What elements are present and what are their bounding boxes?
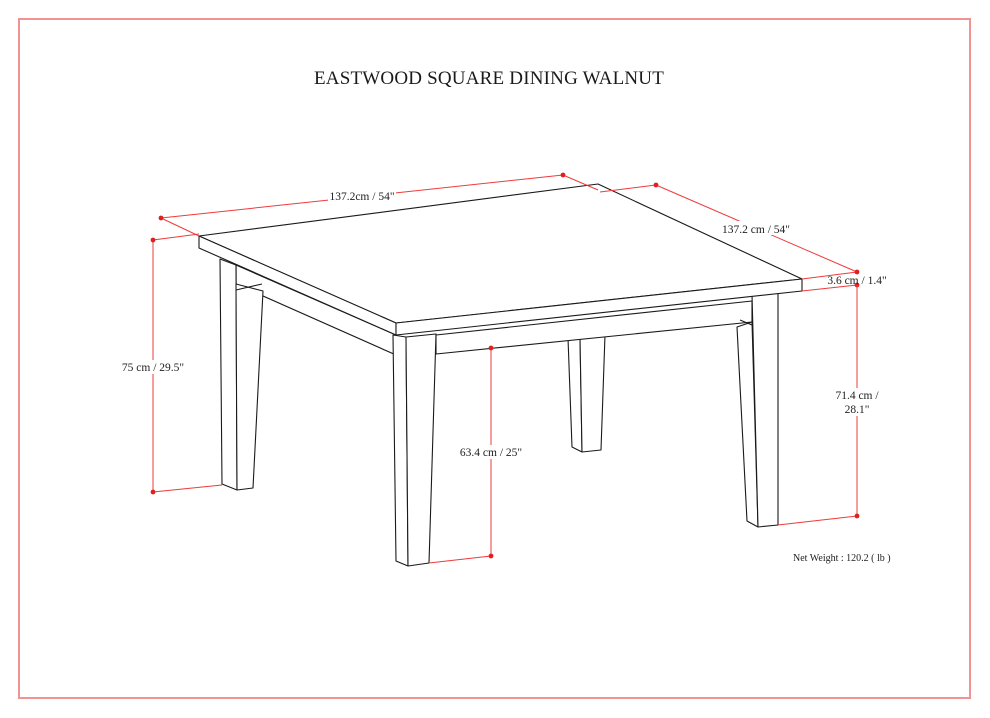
table-drawing xyxy=(198,183,803,567)
dimension-apron-clearance: 63.4 cm / 25" xyxy=(428,345,525,564)
dimension-leg-height: 71.4 cm / 28.1" xyxy=(777,285,882,526)
dimension-top-thickness: 3.6 cm / 1.4" xyxy=(801,269,887,292)
dimension-depth: 137.2 cm / 54" xyxy=(599,182,858,273)
apron-clearance-label: 63.4 cm / 25" xyxy=(460,447,522,459)
depth-label: 137.2 cm / 54" xyxy=(722,224,790,236)
overall-height-label: 75 cm / 29.5" xyxy=(122,362,184,374)
table-leg-front xyxy=(392,333,437,567)
table-top xyxy=(198,183,803,336)
dimension-overall-height: 75 cm / 29.5" xyxy=(120,233,223,495)
dimension-width: 137.2cm / 54" xyxy=(158,172,599,237)
table-leg-left xyxy=(219,258,264,491)
table-leg-right xyxy=(736,290,779,528)
top-thickness-label: 3.6 cm / 1.4" xyxy=(827,275,886,287)
table-leg-back xyxy=(567,334,606,453)
leg-height-label-line2: 28.1" xyxy=(845,404,870,416)
leg-height-label-line1: 71.4 cm / xyxy=(835,390,879,402)
net-weight-label: Net Weight : 120.2 ( lb ) xyxy=(793,553,891,564)
page-border xyxy=(18,18,971,699)
width-label: 137.2cm / 54" xyxy=(329,191,394,203)
diagram-title: EASTWOOD SQUARE DINING WALNUT xyxy=(314,68,664,89)
